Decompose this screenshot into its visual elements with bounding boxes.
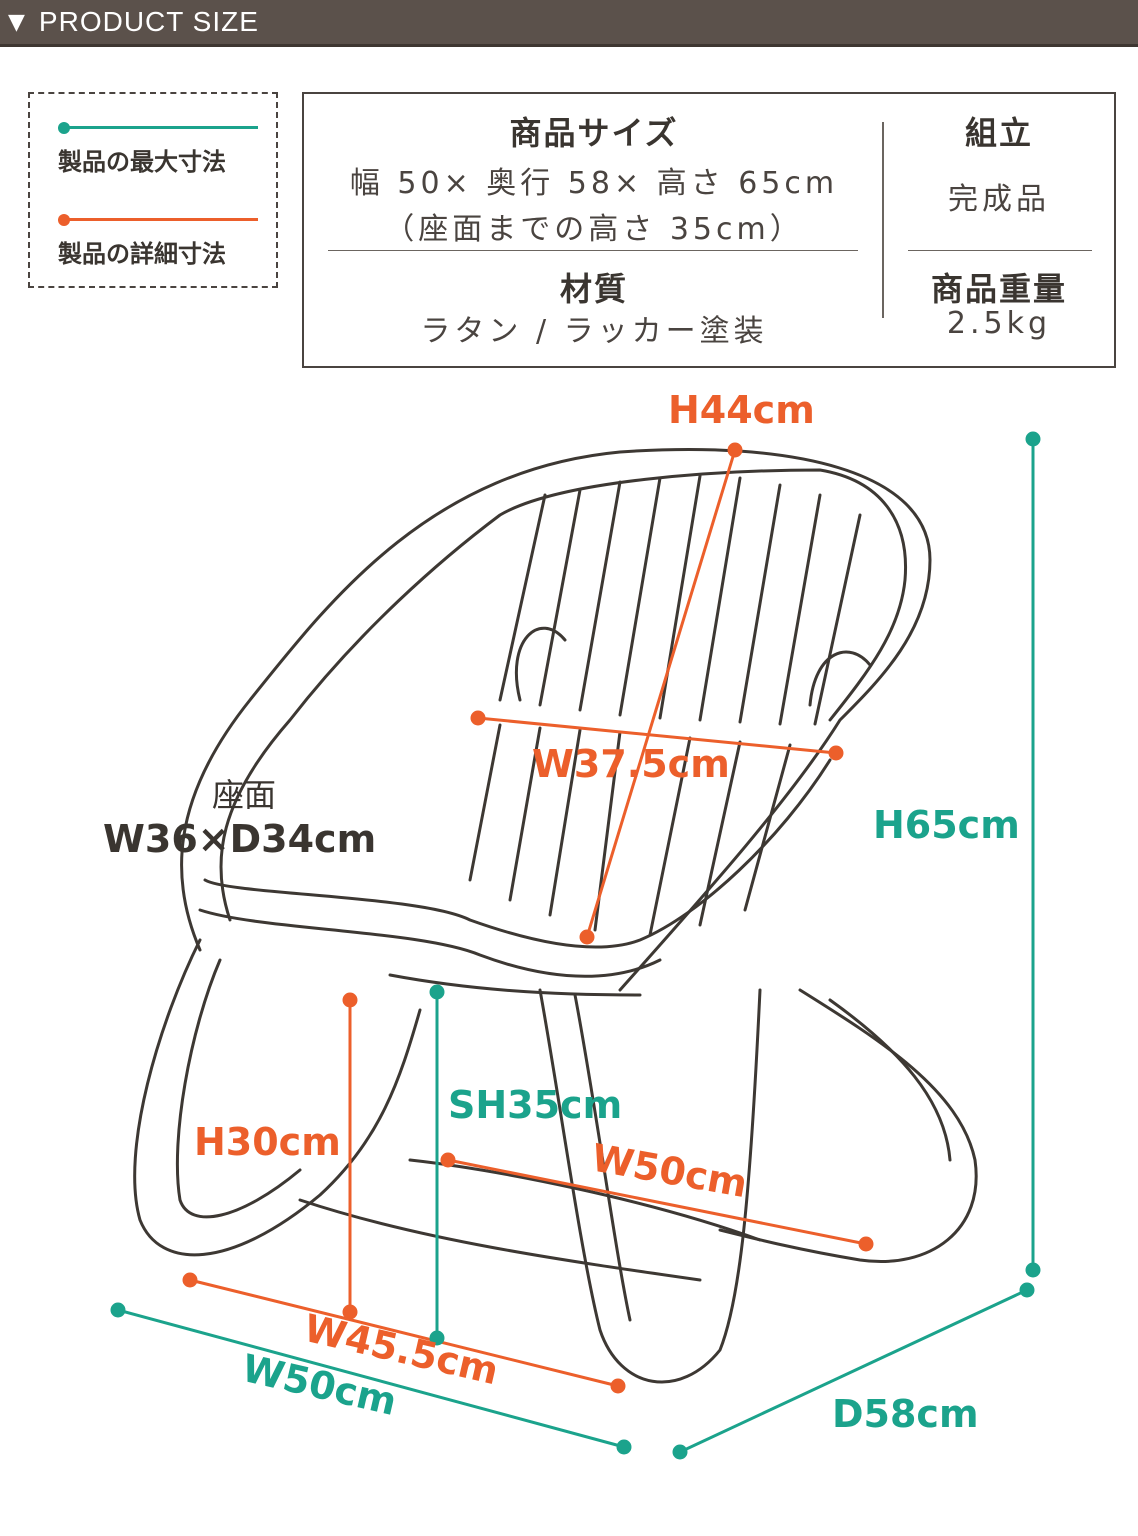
chair-loop-left xyxy=(514,626,567,702)
dim-dot xyxy=(470,710,486,726)
dim-dot xyxy=(858,1236,874,1252)
chair-spindle xyxy=(498,493,547,702)
label-backrest-height: H44cm xyxy=(668,388,815,432)
detail-dimensions xyxy=(182,442,874,1394)
label-seat: 座面 xyxy=(212,776,276,814)
chair-spindle xyxy=(618,476,662,717)
label-depth: D58cm xyxy=(832,1392,979,1436)
chair-seat-front-inner xyxy=(198,908,662,978)
chair-spindle xyxy=(813,513,862,726)
legend-detail-line xyxy=(62,218,258,221)
chair-dimension-diagram: H44cm W37.5cm 座面 W36×D34cm H65cm SH35cm … xyxy=(103,388,1041,1460)
dim-dot xyxy=(1025,431,1041,447)
dim-line-front-width-inner xyxy=(189,1278,619,1388)
dim-line-depth xyxy=(679,1288,1028,1454)
legend-max-line xyxy=(62,126,258,129)
dim-dot xyxy=(182,1272,198,1288)
section-header: ▼ PRODUCT SIZE xyxy=(0,0,1138,47)
label-seat-height: SH35cm xyxy=(448,1083,622,1127)
assembly-heading: 組立 xyxy=(964,114,1033,152)
material-heading: 材質 xyxy=(559,270,628,308)
size-heading: 商品サイズ xyxy=(509,114,679,152)
chair-leg-right-inner xyxy=(828,998,952,1162)
dim-dot xyxy=(1025,1262,1041,1278)
chair-leg-left-inner xyxy=(175,958,302,1219)
label-total-height: H65cm xyxy=(873,803,1020,847)
dim-line-back-width xyxy=(477,716,837,755)
label-seat-size: W36×D34cm xyxy=(103,817,376,861)
divider-left xyxy=(328,250,858,251)
dim-line-backrest-height xyxy=(585,449,737,938)
divider-right xyxy=(908,250,1092,251)
dim-dot xyxy=(1019,1282,1035,1298)
chair-spindle-lower xyxy=(698,740,742,927)
dim-line-base-width xyxy=(447,1158,867,1246)
dim-dot xyxy=(429,984,445,1000)
chair-leg-front-inner xyxy=(573,993,632,1322)
dim-line-front-width xyxy=(117,1308,625,1449)
dim-dot xyxy=(616,1439,632,1455)
chair-leg-left-loop xyxy=(133,938,422,1257)
chair-spindle-lower xyxy=(508,726,542,902)
legend-max-label: 製品の最大寸法 xyxy=(58,148,226,176)
dim-dot xyxy=(110,1302,126,1318)
material-value: ラタン / ラッカー塗装 xyxy=(420,314,768,349)
dim-dot xyxy=(440,1152,456,1168)
chair-spindle xyxy=(738,483,782,724)
size-dimensions: 幅 50× 奥行 58× 高さ 65cm xyxy=(349,166,839,201)
legend-detail-label: 製品の詳細寸法 xyxy=(58,240,226,268)
weight-value: 2.5kg xyxy=(946,306,1052,341)
vertical-divider xyxy=(882,122,884,318)
chair-base-rail-2 xyxy=(298,1198,702,1282)
chair-outline xyxy=(133,447,978,1384)
label-leg-height: H30cm xyxy=(194,1120,341,1164)
chair-spindle-lower xyxy=(548,728,582,917)
size-seat-height: （座面までの高さ 35cm） xyxy=(384,212,804,247)
dim-dot xyxy=(828,745,844,761)
chair-spindle-lower xyxy=(743,743,792,912)
chair-leg-front xyxy=(538,988,762,1384)
weight-heading: 商品重量 xyxy=(930,270,1067,308)
label-back-width: W37.5cm xyxy=(532,742,730,786)
chair-seat-front xyxy=(203,758,832,949)
assembly-value: 完成品 xyxy=(948,182,1050,217)
chair-cross-bar xyxy=(388,973,642,997)
chair-spindle xyxy=(538,488,582,707)
chair-back-inner xyxy=(219,468,908,922)
dim-dot xyxy=(342,1304,358,1320)
dim-dot xyxy=(610,1378,626,1394)
chair-spindle xyxy=(778,493,822,726)
chair-spindle-lower xyxy=(648,736,692,937)
product-info-table: 商品サイズ 幅 50× 奥行 58× 高さ 65cm （座面までの高さ 35cm… xyxy=(302,92,1116,368)
chair-loop-right xyxy=(808,650,872,707)
chair-back-outer xyxy=(180,447,932,992)
triangle-down-icon: ▼ xyxy=(8,9,25,35)
dim-dot xyxy=(579,929,595,945)
dim-dot xyxy=(672,1444,688,1460)
chair-spindle xyxy=(698,476,742,722)
dim-dot xyxy=(342,992,358,1008)
dimension-legend: 製品の最大寸法 製品の詳細寸法 xyxy=(28,92,278,288)
chair-spindle xyxy=(578,480,622,712)
dim-dot xyxy=(429,1330,445,1346)
dim-dot xyxy=(727,442,743,458)
dimension-labels: H44cm W37.5cm 座面 W36×D34cm H65cm SH35cm … xyxy=(103,388,1020,1436)
chair-spindle-lower xyxy=(468,723,502,882)
max-dimensions xyxy=(110,431,1041,1460)
section-title: PRODUCT SIZE xyxy=(38,6,259,37)
